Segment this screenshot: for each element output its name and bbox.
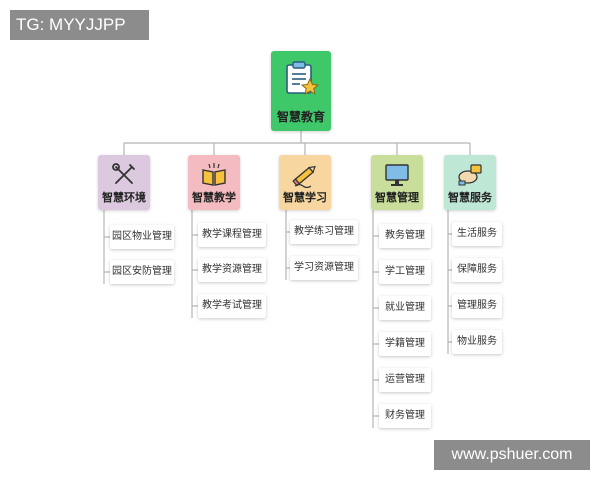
list-item: 教务管理 bbox=[379, 224, 431, 248]
category-label: 智慧管理 bbox=[375, 191, 419, 204]
category-smart-environment: 智慧环境 bbox=[98, 155, 150, 210]
category-smart-management: 智慧管理 bbox=[371, 155, 423, 210]
list-item: 物业服务 bbox=[452, 330, 502, 354]
list-item: 教学课程管理 bbox=[198, 223, 266, 247]
list-item: 园区物业管理 bbox=[110, 225, 174, 249]
list-item: 学籍管理 bbox=[379, 332, 431, 356]
category-label: 智慧服务 bbox=[448, 191, 492, 204]
tools-icon bbox=[111, 162, 137, 192]
list-item: 教学练习管理 bbox=[290, 220, 358, 244]
monitor-icon bbox=[383, 162, 411, 192]
list-item: 保障服务 bbox=[452, 258, 502, 282]
list-item: 运营管理 bbox=[379, 368, 431, 392]
list-item: 学习资源管理 bbox=[290, 256, 358, 280]
open-book-icon bbox=[200, 162, 228, 192]
list-item: 教学考试管理 bbox=[198, 294, 266, 318]
service-icon bbox=[456, 162, 484, 192]
list-item: 就业管理 bbox=[379, 296, 431, 320]
pencil-icon bbox=[291, 162, 319, 192]
list-item: 学工管理 bbox=[379, 260, 431, 284]
category-label: 智慧教学 bbox=[192, 191, 236, 204]
list-item: 园区安防管理 bbox=[110, 260, 174, 284]
clipboard-star-icon bbox=[282, 59, 320, 101]
category-smart-learning: 智慧学习 bbox=[279, 155, 331, 210]
category-label: 智慧环境 bbox=[102, 191, 146, 204]
root-node: 智慧教育 bbox=[271, 51, 331, 131]
category-smart-teaching: 智慧教学 bbox=[188, 155, 240, 210]
root-label: 智慧教育 bbox=[276, 110, 325, 124]
list-item: 生活服务 bbox=[452, 222, 502, 246]
list-item: 管理服务 bbox=[452, 294, 502, 318]
watermark-bottom-right: www.pshuer.com bbox=[434, 440, 590, 470]
watermark-top-left: TG: MYYJJPP bbox=[10, 10, 149, 40]
list-item: 教学资源管理 bbox=[198, 258, 266, 282]
category-label: 智慧学习 bbox=[283, 191, 327, 204]
list-item: 财务管理 bbox=[379, 404, 431, 428]
category-smart-service: 智慧服务 bbox=[444, 155, 496, 210]
